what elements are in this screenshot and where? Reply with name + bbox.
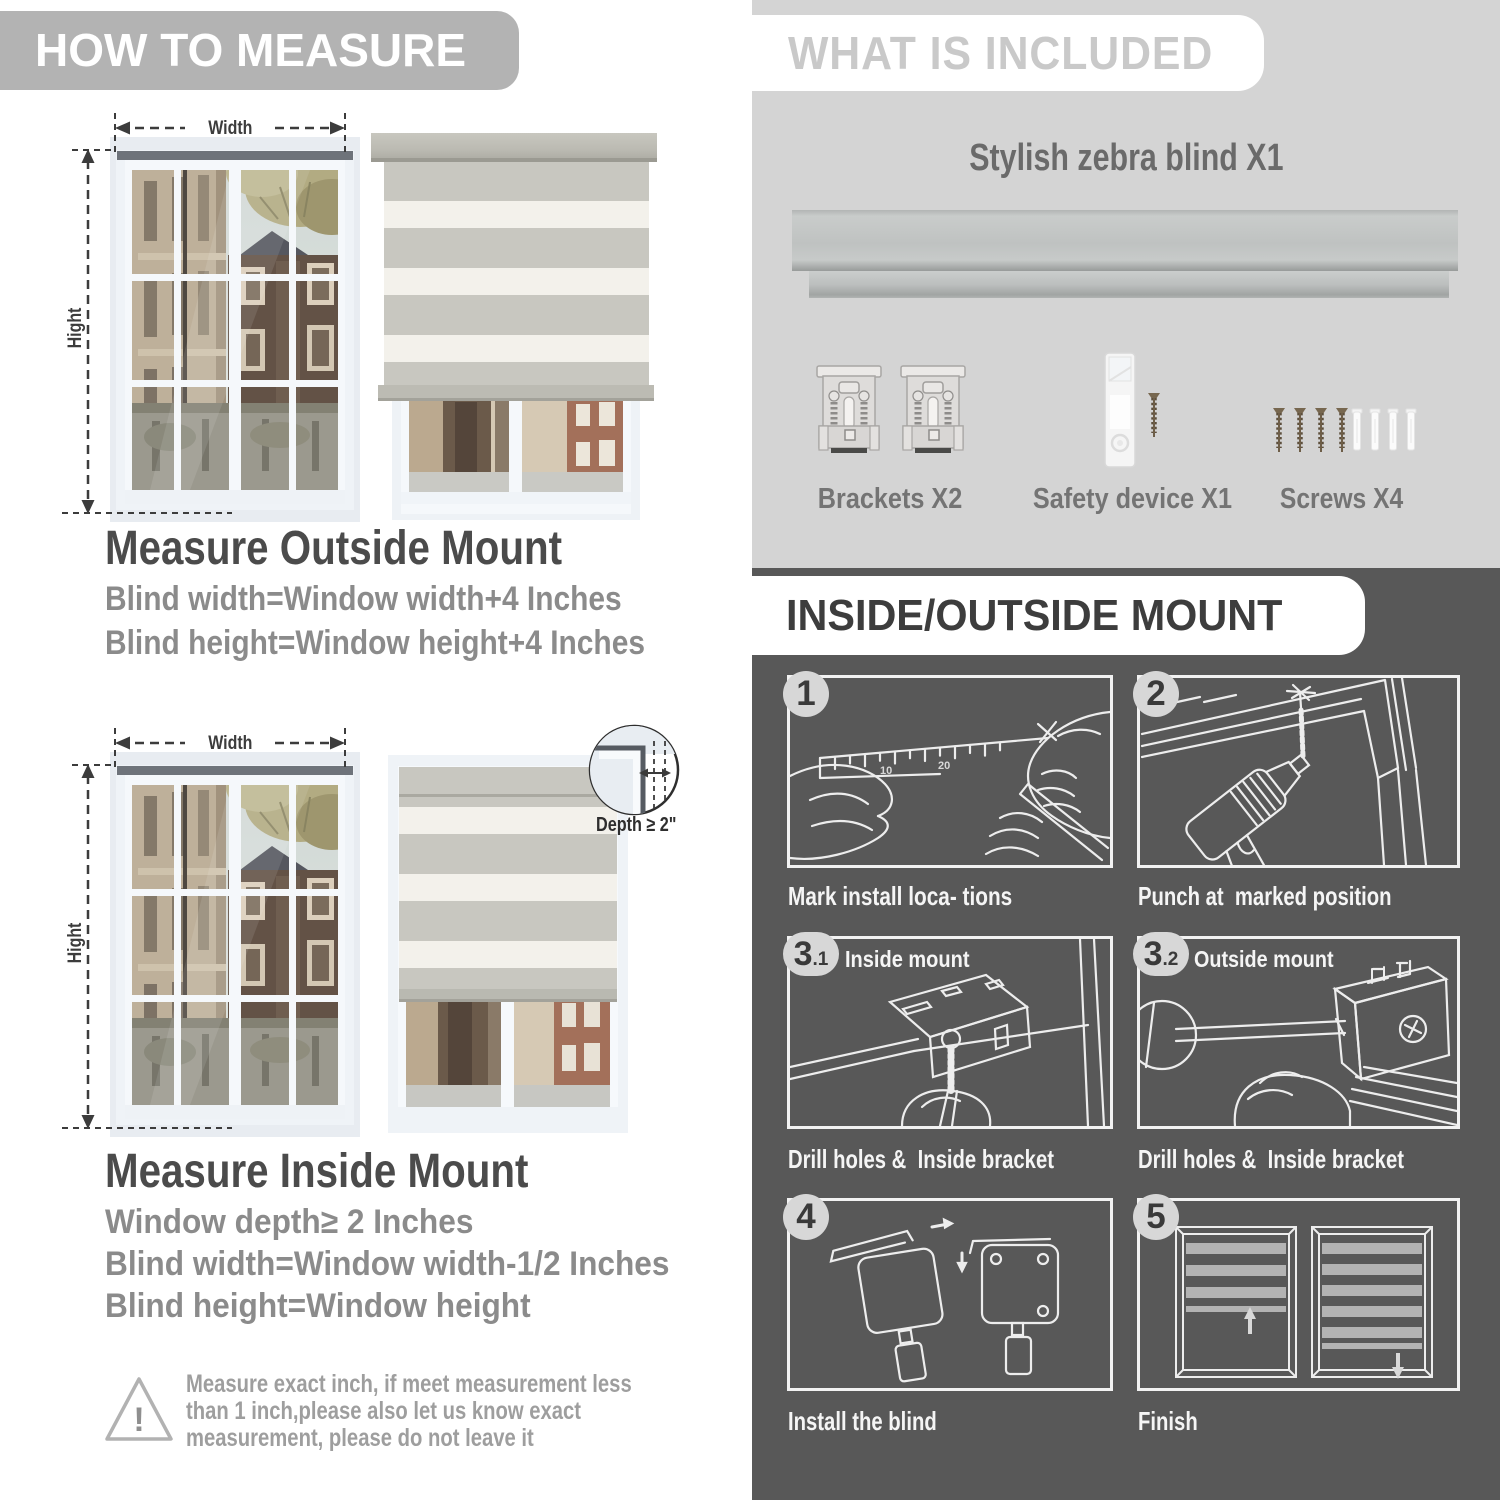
- svg-text:20: 20: [938, 760, 950, 772]
- svg-text:10: 10: [880, 765, 892, 777]
- svg-text:!: !: [133, 1401, 144, 1439]
